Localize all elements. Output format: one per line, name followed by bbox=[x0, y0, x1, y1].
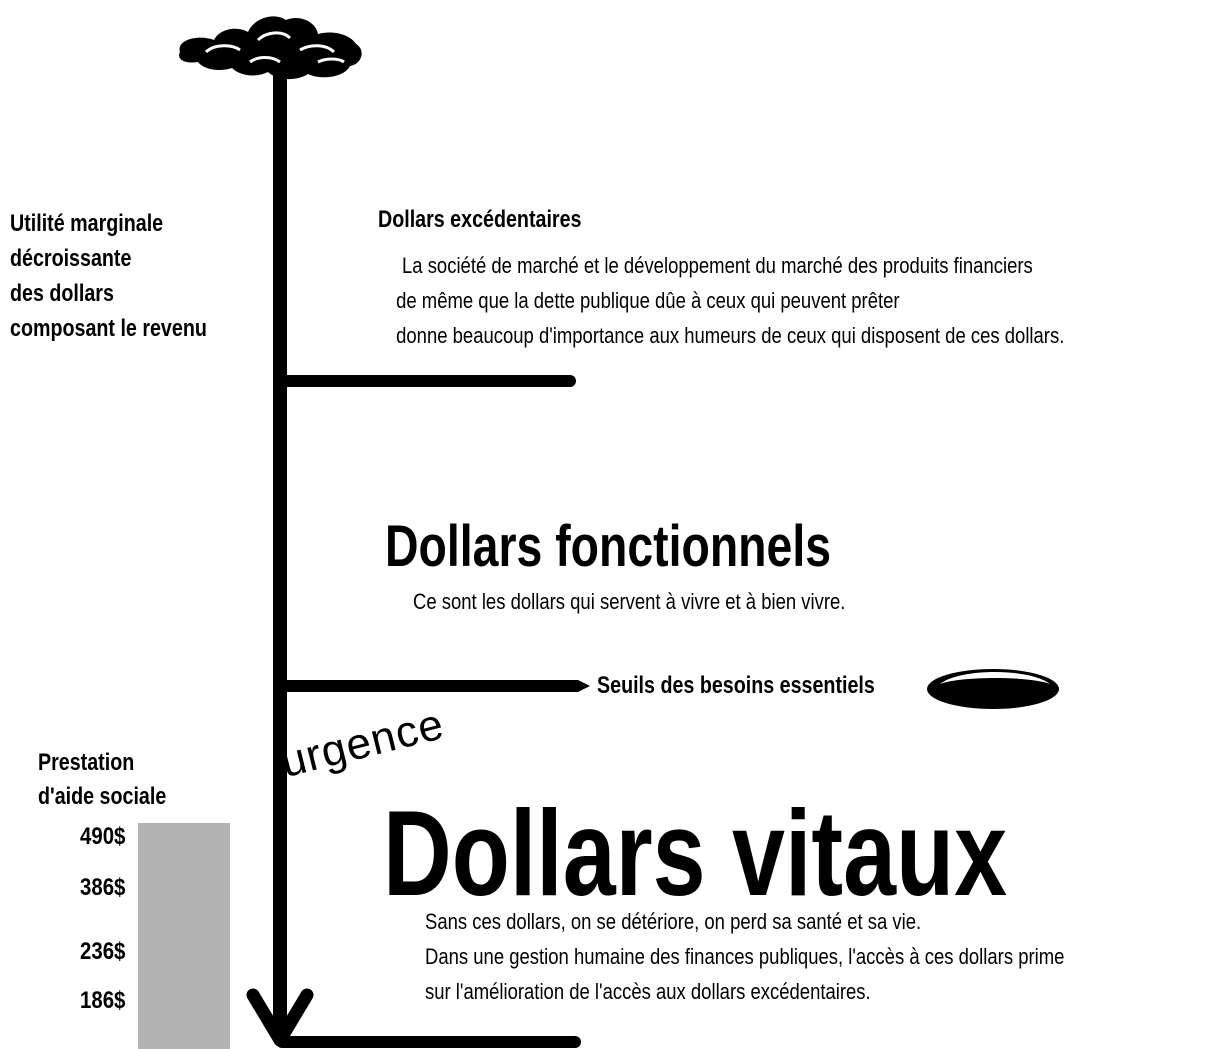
excess-line: donne beaucoup d'importance aux humeurs … bbox=[396, 323, 1065, 348]
amount-label: 490$ bbox=[80, 823, 126, 850]
vital-description: Sans ces dollars, on se détériore, on pe… bbox=[425, 904, 1064, 1009]
amount-label: 186$ bbox=[80, 987, 126, 1014]
axis-label-line: des dollars bbox=[10, 280, 114, 307]
functional-description: Ce sont les dollars qui servent à vivre … bbox=[413, 589, 846, 614]
excess-line: de même que la dette publique dûe à ceux… bbox=[396, 288, 900, 313]
hole-icon bbox=[927, 669, 1059, 709]
vital-line: Dans une gestion humaine des finances pu… bbox=[425, 944, 1065, 969]
vital-line: Sans ces dollars, on se détériore, on pe… bbox=[425, 909, 922, 934]
axis-label: Utilité marginale décroissante des dolla… bbox=[10, 206, 207, 346]
threshold-branch bbox=[282, 680, 590, 692]
social-benefit-title: Prestation d'aide sociale bbox=[38, 746, 166, 814]
social-benefit-bar bbox=[138, 823, 230, 1049]
axis-label-line: décroissante bbox=[10, 245, 132, 272]
amount-label: 236$ bbox=[80, 938, 126, 965]
social-benefit-title-line: d'aide sociale bbox=[38, 783, 167, 810]
arrow-down-icon bbox=[246, 988, 314, 1047]
excess-description: La société de marché et le développement… bbox=[396, 248, 1064, 353]
amount-label: 386$ bbox=[80, 874, 126, 901]
excess-title: Dollars excédentaires bbox=[378, 206, 582, 233]
threshold-label: Seuils des besoins essentiels bbox=[597, 672, 875, 699]
excess-line: La société de marché et le développement… bbox=[402, 253, 1033, 278]
vital-title: Dollars vitaux bbox=[383, 785, 1008, 921]
cloud-icon bbox=[179, 16, 362, 80]
social-benefit-title-line: Prestation bbox=[38, 749, 135, 776]
functional-title: Dollars fonctionnels bbox=[385, 514, 832, 579]
vital-line: sur l'amélioration de l'accès aux dollar… bbox=[425, 979, 871, 1004]
axis-label-line: Utilité marginale bbox=[10, 210, 164, 237]
axis-label-line: composant le revenu bbox=[10, 315, 207, 342]
